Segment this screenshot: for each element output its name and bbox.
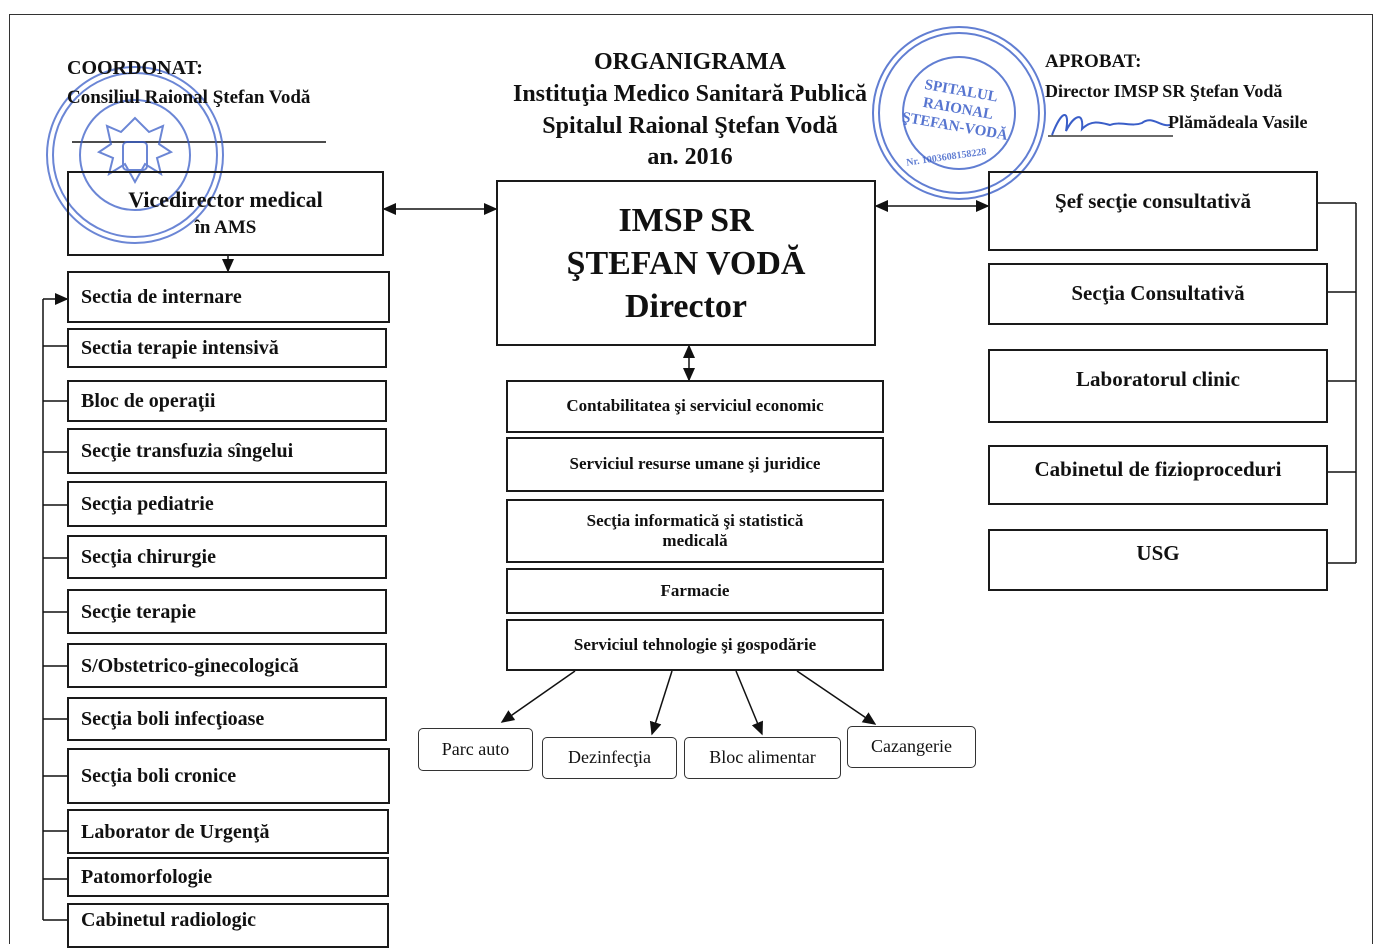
sub-bloc-alimentar: Bloc alimentar (684, 737, 841, 779)
unit-laboratorul-clinic: Laboratorul clinic (988, 349, 1328, 423)
aprobat-role: Director IMSP SR Ştefan Vodă (1045, 81, 1283, 101)
unit-fizioproceduri: Cabinetul de fizioproceduri (988, 445, 1328, 505)
director-box: IMSP SR ŞTEFAN VODĂ Director (496, 180, 876, 346)
unit-informatica: Secţia informatică şi statistică medical… (506, 499, 884, 563)
unit-sef-sectie-consultativa: Şef secţie consultativă (988, 171, 1318, 251)
unit-boli-infectioase: Secţia boli infecţioase (67, 697, 387, 741)
sub-cazangerie: Cazangerie (847, 726, 976, 768)
aprobat-name: Plămădeala Vasile (1168, 112, 1308, 132)
unit-boli-cronice: Secţia boli cronice (67, 748, 390, 804)
arrow-sub-cazangerie (796, 670, 877, 725)
right-stamp-icon (872, 26, 1046, 200)
director-line1: IMSP SR (618, 201, 754, 239)
document-frame (9, 14, 1373, 944)
unit-resurse-umane: Serviciul resurse umane şi juridice (506, 437, 884, 492)
unit-terapie-intensiva: Sectia terapie intensivă (67, 328, 387, 368)
title-hospital: Spitalul Raional Ştefan Vodă (542, 113, 838, 139)
arrow-sub-dezinfectia (649, 670, 673, 736)
unit-bloc-operatii: Bloc de operaţii (67, 380, 387, 422)
title-year: an. 2016 (647, 144, 733, 170)
unit-tehnologie: Serviciul tehnologie şi gospodărie (506, 619, 884, 671)
unit-patomorfologie: Patomorfologie (67, 857, 389, 897)
unit-sectia-internare: Sectia de internare (67, 271, 390, 323)
unit-obstetrico: S/Obstetrico-ginecologică (67, 643, 387, 688)
coordonat-org: Consiliul Raional Ştefan Vodă (67, 87, 311, 108)
unit-terapie: Secţie terapie (67, 589, 387, 634)
vicedirector-title: Vicedirector medical (128, 186, 323, 212)
arrow-sub-parc (500, 670, 576, 723)
vicedirector-box: Vicedirector medical în AMS (67, 171, 384, 256)
unit-sectia-consultativa: Secţia Consultativă (988, 263, 1328, 325)
signature-icon (1048, 114, 1173, 137)
vicedirector-subtitle: în AMS (194, 216, 257, 238)
unit-pediatrie: Secţia pediatrie (67, 481, 387, 527)
unit-transfuzia: Secţie transfuzia sîngelui (67, 428, 387, 474)
director-line3: Director (624, 287, 748, 325)
unit-contabilitatea: Contabilitatea şi serviciul economic (506, 380, 884, 433)
arrow-sub-bloc (735, 670, 763, 736)
unit-laborator-urgenta: Laborator de Urgenţă (67, 809, 389, 854)
unit-farmacie: Farmacie (506, 568, 884, 614)
coordonat-label: COORDONAT: (67, 57, 203, 79)
unit-chirurgie: Secţia chirurgie (67, 535, 387, 579)
sub-parc-auto: Parc auto (418, 728, 533, 771)
sub-dezinfectia: Dezinfecţia (542, 737, 677, 779)
unit-cabinet-radiologic: Cabinetul radiologic (67, 903, 389, 948)
unit-usg: USG (988, 529, 1328, 591)
page-title: ORGANIGRAMA (594, 49, 786, 75)
left-stamp-icon (46, 66, 224, 244)
director-line2: ŞTEFAN VODĂ (566, 244, 806, 282)
title-institution: Instituţia Medico Sanitară Publică (512, 81, 867, 107)
aprobat-label: APROBAT: (1045, 51, 1142, 72)
